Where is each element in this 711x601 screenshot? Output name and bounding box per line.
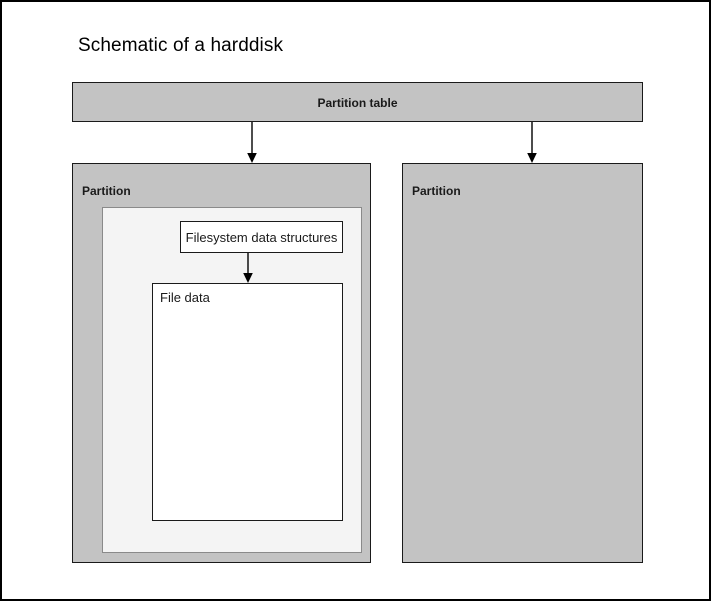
partition-right-node[interactable]: Partition bbox=[402, 163, 643, 563]
filesystem-data-structures-node[interactable]: Filesystem data structures bbox=[180, 221, 343, 253]
filesystem-data-structures-label: Filesystem data structures bbox=[185, 230, 338, 245]
file-data-node[interactable]: File data bbox=[152, 283, 343, 521]
page-title: Schematic of a harddisk bbox=[78, 35, 284, 56]
file-data-label: File data bbox=[160, 290, 210, 305]
edge-partition-table-to-partition-right bbox=[527, 122, 537, 163]
partition-left-label: Partition bbox=[82, 184, 131, 198]
partition-table-node[interactable]: Partition table bbox=[72, 82, 643, 122]
edge-partition-table-to-partition-left bbox=[247, 122, 257, 163]
partition-table-label: Partition table bbox=[317, 96, 398, 110]
partition-right-label: Partition bbox=[412, 184, 461, 198]
